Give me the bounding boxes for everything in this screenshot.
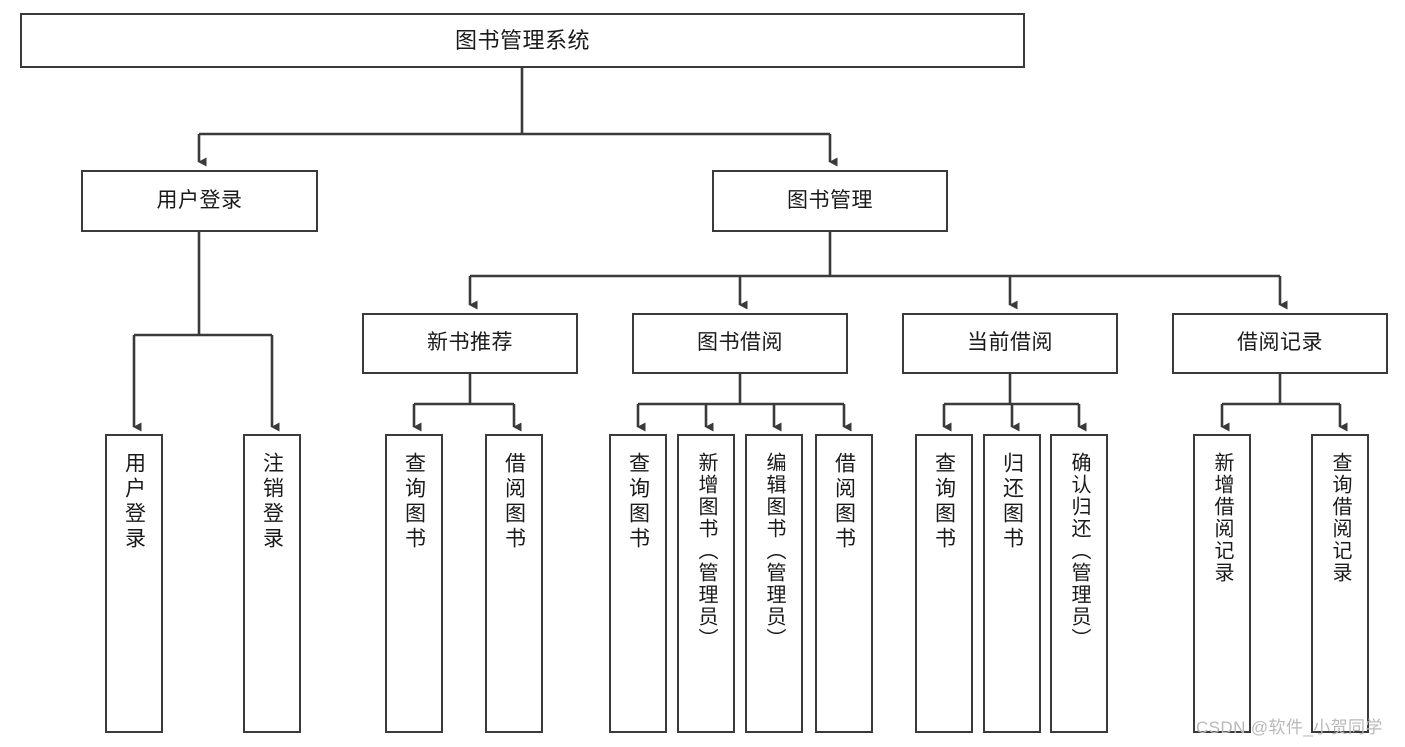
node-root[interactable]: 图书管理系统: [20, 13, 1025, 68]
node-leaf-user-login[interactable]: 用户登录: [105, 434, 163, 733]
node-book-borrow-label: 图书借阅: [697, 331, 783, 355]
node-leaf-return-book[interactable]: 归还图书: [983, 434, 1041, 733]
node-new-book-rec-label: 新书推荐: [427, 331, 513, 355]
node-leaf-query-book-3-label: 查询图书: [932, 452, 956, 552]
node-leaf-add-record-label: 新增借阅记录: [1211, 452, 1233, 584]
node-leaf-add-record[interactable]: 新增借阅记录: [1193, 434, 1251, 733]
node-leaf-confirm-return[interactable]: 确认归还（管理员）: [1050, 434, 1108, 733]
node-leaf-borrow-book-2[interactable]: 借阅图书: [815, 434, 873, 733]
node-leaf-query-book-2-label: 查询图书: [626, 452, 650, 552]
node-leaf-return-book-label: 归还图书: [1000, 452, 1024, 552]
node-borrow-record[interactable]: 借阅记录: [1172, 313, 1388, 374]
node-leaf-query-book-1-label: 查询图书: [402, 452, 426, 552]
node-book-manage-label: 图书管理: [787, 188, 873, 212]
node-leaf-user-login-label: 用户登录: [122, 452, 146, 552]
node-leaf-edit-book-label: 编辑图书（管理员）: [763, 452, 785, 650]
node-leaf-borrow-book-2-label: 借阅图书: [832, 452, 856, 552]
node-leaf-logout[interactable]: 注销登录: [243, 434, 301, 733]
node-current-borrow[interactable]: 当前借阅: [902, 313, 1118, 374]
node-leaf-borrow-book-1[interactable]: 借阅图书: [485, 434, 543, 733]
node-leaf-query-book-2[interactable]: 查询图书: [609, 434, 667, 733]
node-leaf-query-book-3[interactable]: 查询图书: [915, 434, 973, 733]
node-leaf-borrow-book-1-label: 借阅图书: [502, 452, 526, 552]
node-book-manage[interactable]: 图书管理: [712, 170, 948, 232]
node-user-login-label: 用户登录: [156, 188, 243, 212]
node-new-book-rec[interactable]: 新书推荐: [362, 313, 578, 374]
node-book-borrow[interactable]: 图书借阅: [632, 313, 848, 374]
node-leaf-add-book-label: 新增图书（管理员）: [695, 452, 717, 650]
node-leaf-edit-book[interactable]: 编辑图书（管理员）: [745, 434, 803, 733]
node-borrow-record-label: 借阅记录: [1237, 331, 1323, 355]
node-leaf-confirm-return-label: 确认归还（管理员）: [1068, 452, 1090, 650]
node-leaf-add-book[interactable]: 新增图书（管理员）: [677, 434, 735, 733]
node-leaf-logout-label: 注销登录: [260, 452, 284, 552]
node-root-label: 图书管理系统: [454, 27, 590, 53]
node-current-borrow-label: 当前借阅: [967, 331, 1053, 355]
node-user-login[interactable]: 用户登录: [81, 170, 318, 232]
node-leaf-query-book-1[interactable]: 查询图书: [385, 434, 443, 733]
node-leaf-query-record[interactable]: 查询借阅记录: [1311, 434, 1369, 733]
node-leaf-query-record-label: 查询借阅记录: [1329, 452, 1351, 584]
csdn-watermark: CSDN @软件_小贺同学: [1196, 718, 1383, 737]
